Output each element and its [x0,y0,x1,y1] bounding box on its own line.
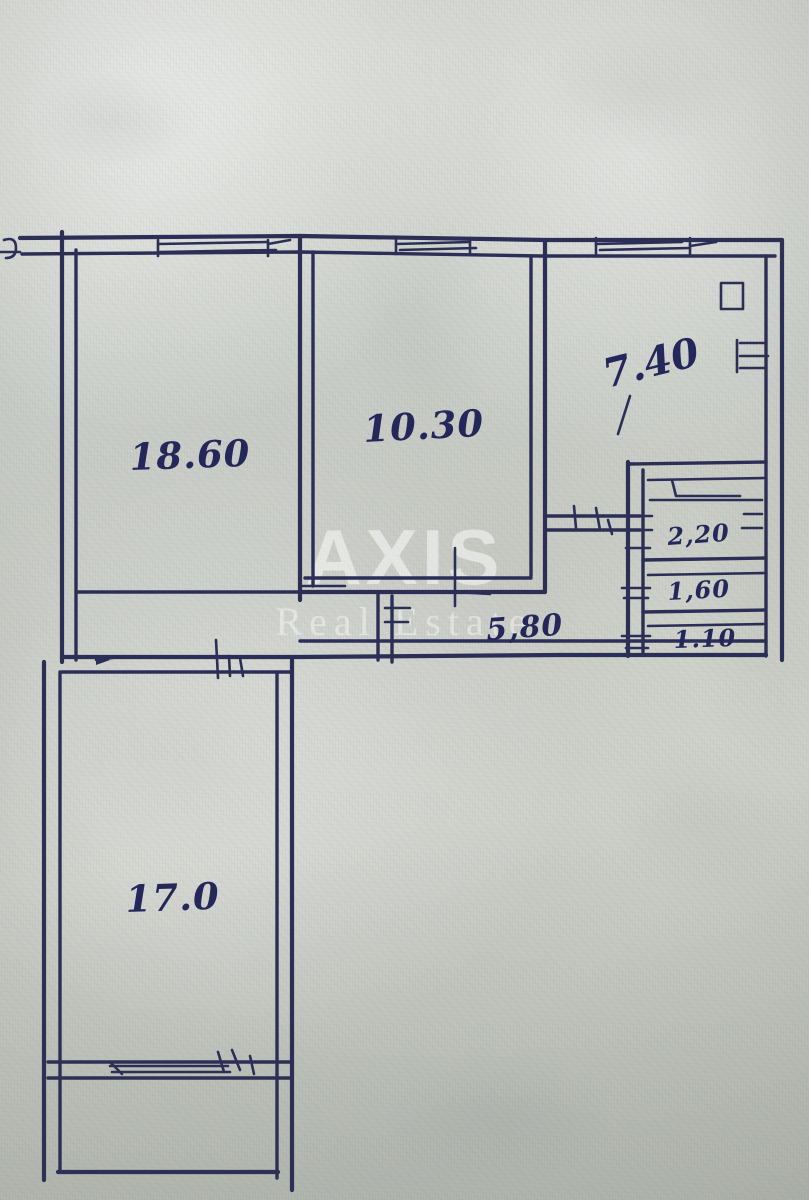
window-openings-top [156,236,718,258]
dim-upper-right-note: 7.40 [598,328,704,397]
door-openings [94,638,245,680]
room-area-second-room: 17.0 [125,874,221,921]
fixture-symbols [0,237,770,374]
balcony-window [108,1048,256,1076]
room-area-living: 18.60 [129,431,251,479]
interior-walls [74,233,548,664]
dim-bathroom-width: 2,20 [665,518,730,551]
room-area-hallway: 5,80 [485,608,564,648]
room-area-bedroom: 10.30 [362,401,485,451]
handwritten-labels: 18.60 10.30 17.0 5,80 7.40 2,20 1,60 1.1… [125,328,737,921]
dim-wc-width: 1,60 [667,574,731,606]
service-rooms-block [543,459,768,659]
dim-closet-width: 1.10 [673,623,736,654]
edge-hook-mark [2,237,18,260]
fixture-square-symbol [719,281,745,311]
